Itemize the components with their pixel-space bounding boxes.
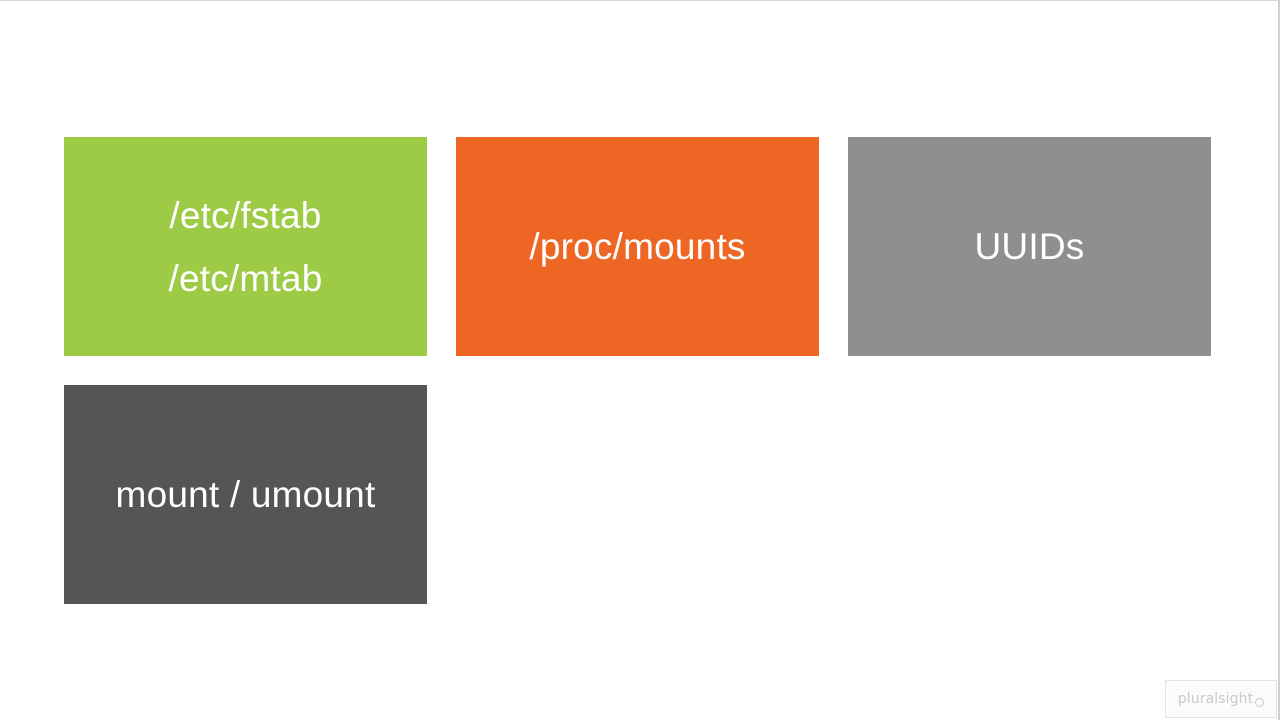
tile-mount-umount: mount / umount — [64, 385, 427, 604]
tile-proc-mounts: /proc/mounts — [456, 137, 819, 356]
tile-fstab-line-2: /etc/mtab — [168, 257, 323, 299]
pluralsight-logo-icon — [1255, 697, 1265, 707]
tile-fstab-line-1: /etc/fstab — [169, 194, 322, 236]
watermark-text: pluralsight — [1177, 691, 1254, 707]
pluralsight-watermark: pluralsight — [1165, 680, 1277, 718]
tile-uuids-label: UUIDs — [974, 226, 1085, 267]
tile-fstab-mtab: /etc/fstab /etc/mtab — [64, 137, 427, 356]
tile-mount-umount-label: mount / umount — [115, 474, 376, 515]
tile-proc-mounts-label: /proc/mounts — [529, 226, 746, 267]
tile-uuids: UUIDs — [848, 137, 1211, 356]
